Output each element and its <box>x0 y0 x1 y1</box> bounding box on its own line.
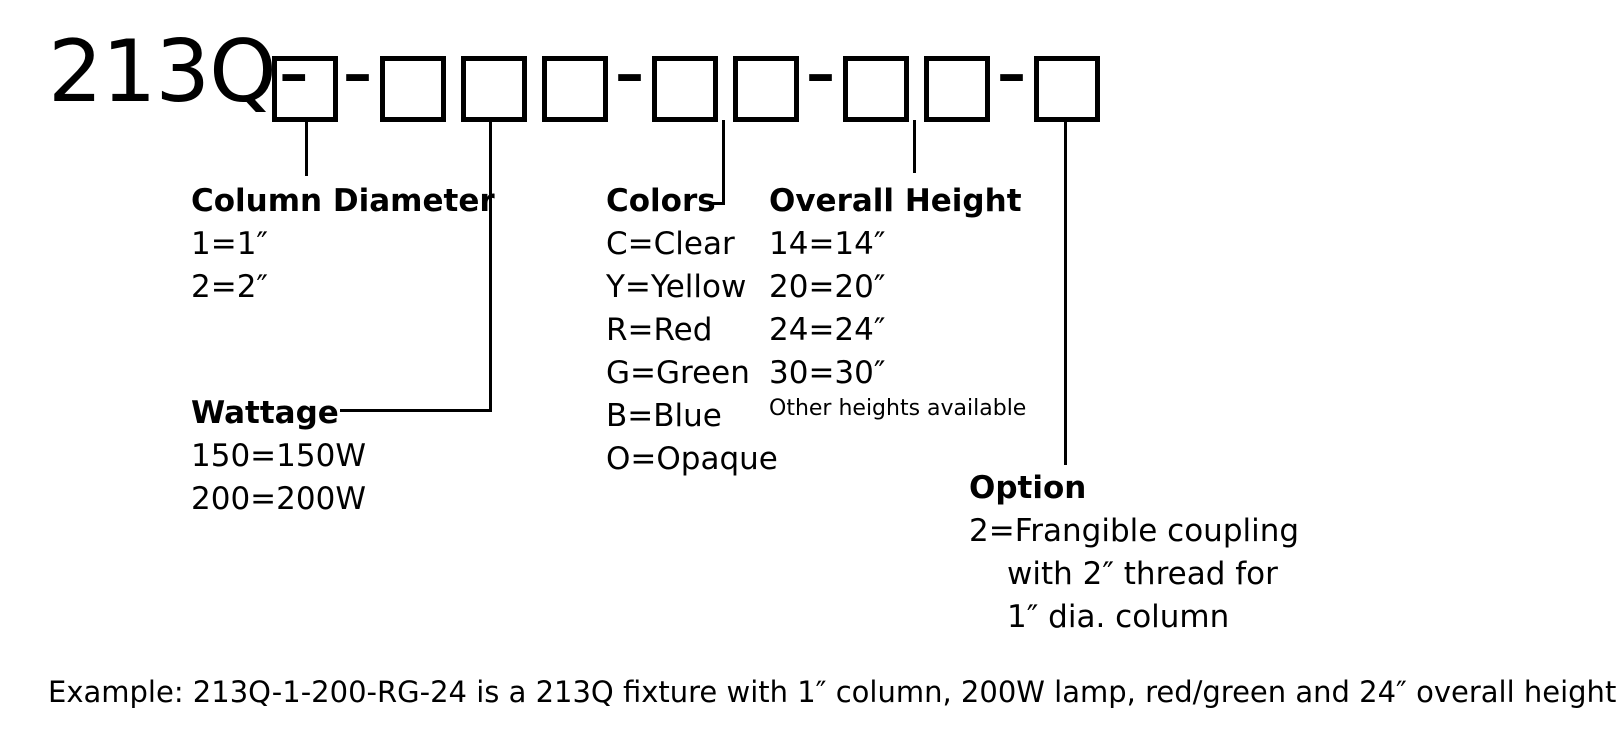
colors-heading: Colors <box>606 183 716 219</box>
column-diameter-item: 1=1″ <box>191 226 269 262</box>
height-item: 24=24″ <box>769 312 886 348</box>
wattage-leader-horizontal <box>340 409 492 412</box>
separator-2: - <box>614 22 645 122</box>
option-section: Option 2=Frangible coupling with 2″ thre… <box>969 467 1299 639</box>
separator-1: - <box>342 22 373 122</box>
column-diameter-item: 2=2″ <box>191 269 269 305</box>
wattage-heading: Wattage <box>191 395 339 431</box>
separator-4: - <box>996 22 1027 122</box>
height-item: 14=14″ <box>769 226 886 262</box>
height-item: 30=30″ <box>769 355 886 391</box>
wattage-item: 150=150W <box>191 438 366 474</box>
option-line: with 2″ thread for <box>1007 556 1278 592</box>
wattage-box-3 <box>542 56 608 122</box>
color-item: C=Clear <box>606 226 735 262</box>
option-line: 2=Frangible coupling <box>969 513 1300 549</box>
wattage-box-2 <box>461 56 527 122</box>
color-box-2 <box>733 56 799 122</box>
overall-height-heading: Overall Height <box>769 183 1022 219</box>
color-item: Y=Yellow <box>606 269 747 305</box>
colors-leader-horizontal <box>710 202 725 205</box>
column-diameter-heading: Column Diameter <box>191 183 495 219</box>
overall-height-section: Overall Height 14=14″ 20=20″ 24=24″ 30=3… <box>769 180 1026 423</box>
diameter-box <box>272 56 338 122</box>
wattage-item: 200=200W <box>191 481 366 517</box>
colors-leader-vertical <box>722 120 725 205</box>
wattage-box-1 <box>380 56 446 122</box>
height-item: 20=20″ <box>769 269 886 305</box>
wattage-section: Wattage 150=150W 200=200W <box>191 392 366 521</box>
color-item: G=Green <box>606 355 750 391</box>
color-item: R=Red <box>606 312 713 348</box>
option-line: 1″ dia. column <box>1007 599 1230 635</box>
separator-3: - <box>805 22 836 122</box>
example-text: Example: 213Q-1-200-RG-24 is a 213Q fixt… <box>48 675 1616 709</box>
option-leader <box>1064 117 1067 465</box>
column-diameter-section: Column Diameter 1=1″ 2=2″ <box>191 180 495 309</box>
height-leader <box>913 120 916 173</box>
color-box-1 <box>652 56 718 122</box>
diameter-leader <box>305 120 308 176</box>
color-item: O=Opaque <box>606 441 778 477</box>
wattage-leader-vertical <box>489 120 492 412</box>
height-box-2 <box>924 56 990 122</box>
height-box-1 <box>843 56 909 122</box>
height-note: Other heights available <box>769 396 1027 421</box>
colors-section: Colors C=Clear Y=Yellow R=Red G=Green B=… <box>606 180 778 481</box>
color-item: B=Blue <box>606 398 722 434</box>
option-heading: Option <box>969 470 1087 506</box>
part-code-prefix: 213Q- <box>48 22 309 122</box>
option-box <box>1034 56 1100 122</box>
